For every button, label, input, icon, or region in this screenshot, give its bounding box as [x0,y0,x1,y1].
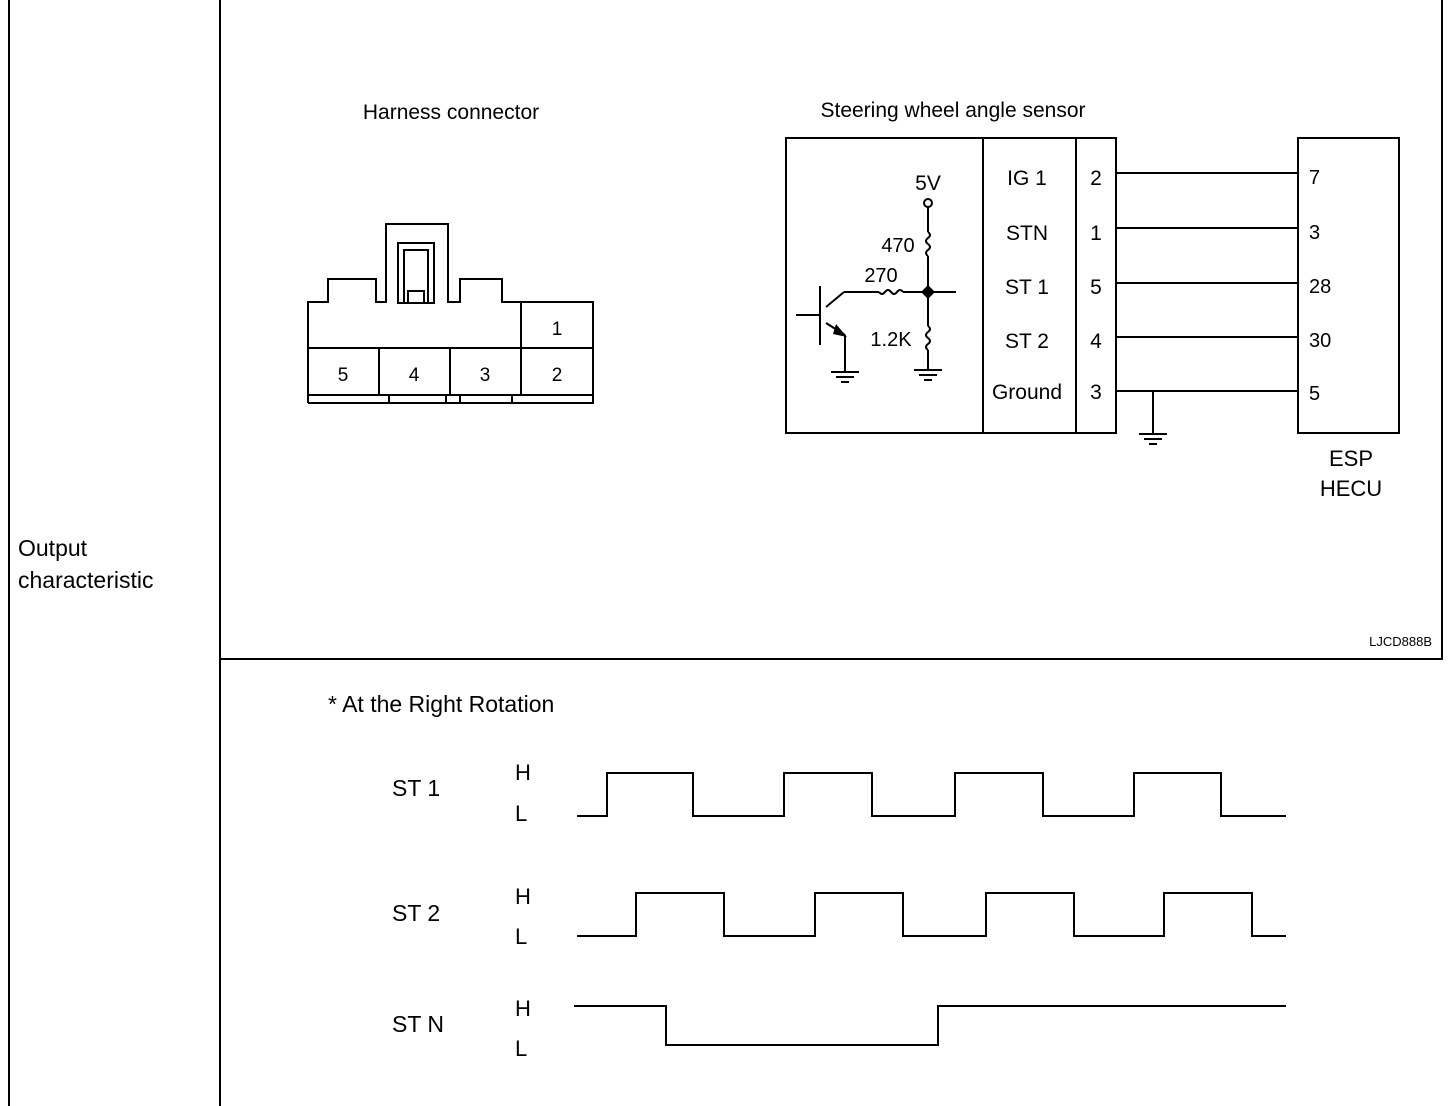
wiring-diagram: Harness connector 1 5 4 3 2 Steering whe… [307,99,1432,649]
low-level-label: L [515,801,527,826]
resistor-label: 1.2K [870,329,912,351]
signal-name: ST 1 [1005,276,1049,299]
waveform-signal-name: ST N [392,1011,444,1037]
harness-title: Harness connector [363,101,539,124]
waveform-trace [577,772,1286,817]
junction-dot [921,285,935,299]
waveform-heading: * At the Right Rotation [328,691,554,717]
high-level-label: H [515,884,531,909]
signal-name: Ground [992,381,1062,404]
harness-pin: 4 [409,365,420,386]
row-label: Output characteristic [18,532,153,596]
low-level-label: L [515,1036,527,1061]
table-right-border [1441,0,1443,660]
row-label-line-2: characteristic [18,567,154,593]
high-level-label: H [515,996,531,1021]
signal-wires [1116,172,1298,445]
row-label-line-1: Output [18,535,88,561]
ecu-label: HECU [1320,476,1382,501]
harness-pin: 2 [552,365,563,386]
low-level-label: L [515,924,527,949]
waveform-trace [574,1005,1286,1046]
sensor-pin: 5 [1090,276,1102,299]
waveform-signal-name: ST 2 [392,900,440,926]
sensor-pin: 3 [1090,381,1102,404]
sensor-pin: 4 [1090,330,1102,353]
resistor-label: 470 [881,235,914,257]
ecu-pin: 30 [1309,330,1331,352]
sensor-internal-circuit [796,198,956,383]
sensor-pin: 2 [1090,167,1102,190]
ecu-label: ESP [1329,446,1373,471]
ecu-pin: 3 [1309,222,1320,244]
ecu-block [1297,137,1400,434]
figure-code: LJCD888B [1369,634,1432,649]
waveform-trace [577,892,1286,937]
harness-pin: 3 [480,365,491,386]
sensor-pin: 1 [1090,222,1102,245]
resistor-label: 270 [864,265,897,287]
ecu-pin: 7 [1309,167,1320,189]
signal-name: STN [1006,222,1048,245]
emitter-arrow [833,324,847,337]
high-level-label: H [515,760,531,785]
table-column-divider [219,0,221,1106]
table-left-border [8,0,10,1106]
waveform-diagram: * At the Right Rotation ST 1 H L ST 2 H … [328,691,1286,1061]
harness-connector-drawing [307,223,594,404]
signal-name: IG 1 [1007,167,1047,190]
sensor-title: Steering wheel angle sensor [820,99,1085,122]
supply-label: 5V [915,172,941,195]
harness-pin: 1 [552,319,563,340]
waveform-traces [574,772,1286,1046]
harness-pin: 5 [338,365,349,386]
sensor-block [785,137,1117,434]
figure-divider [219,658,1442,660]
ecu-pin: 28 [1309,276,1331,298]
signal-name: ST 2 [1005,330,1049,353]
ecu-pin: 5 [1309,383,1320,405]
waveform-signal-name: ST 1 [392,775,440,801]
